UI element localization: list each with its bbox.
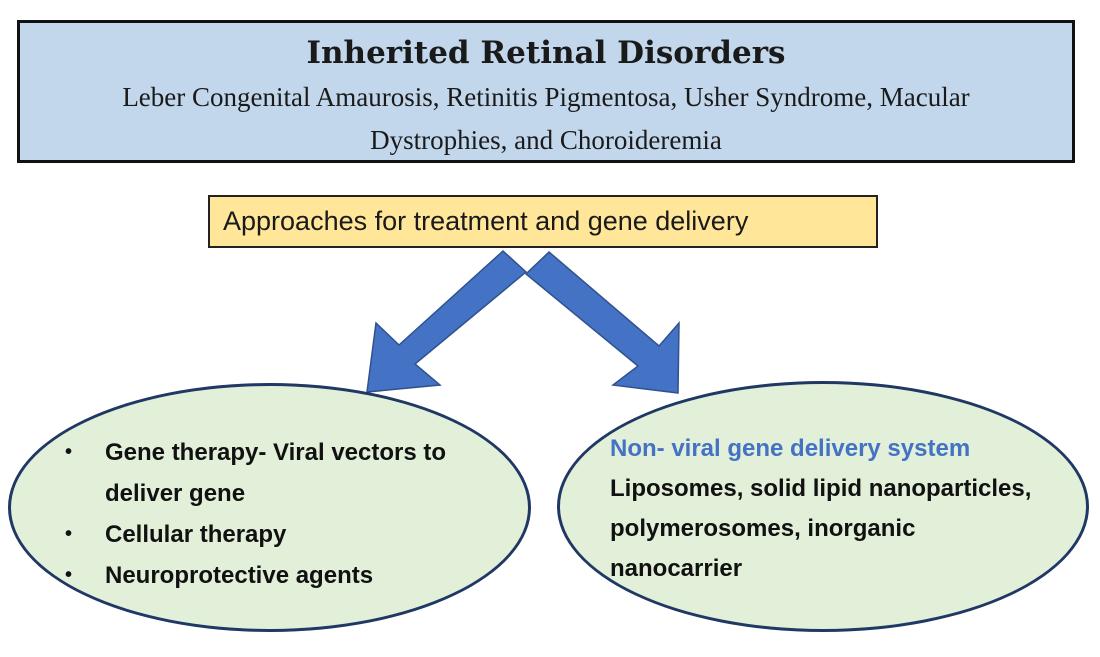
right-down-arrow [524,250,680,394]
disorders-title-box: Inherited Retinal Disorders Leber Congen… [17,20,1075,163]
list-item: • Neuroprotective agents [60,555,505,596]
list-item: • Gene therapy- Viral vectors to deliver… [60,432,505,514]
non-viral-heading: Non- viral gene delivery system [610,435,971,462]
list-item-text: Gene therapy- Viral vectors to deliver g… [105,439,447,507]
list-item-text: Neuroprotective agents [105,562,374,589]
viral-approaches-ellipse [8,383,531,632]
bullet-icon: • [65,564,73,586]
left-down-arrow [366,249,528,393]
list-item: • Cellular therapy [60,514,505,555]
non-viral-text: Non- viral gene delivery system Liposome… [610,429,1060,589]
non-viral-ellipse [557,381,1089,632]
bullet-icon: • [65,523,73,545]
approaches-box: Approaches for treatment and gene delive… [208,195,878,248]
non-viral-body: Liposomes, solid lipid nanoparticles, po… [610,475,1032,582]
list-item-text: Cellular therapy [105,521,287,548]
disorders-heading: Inherited Retinal Disorders [306,35,786,71]
disorders-list: Leber Congenital Amaurosis, Retinitis Pi… [122,82,970,155]
viral-approaches-list: • Gene therapy- Viral vectors to deliver… [60,432,505,596]
bullet-icon: • [65,441,73,463]
